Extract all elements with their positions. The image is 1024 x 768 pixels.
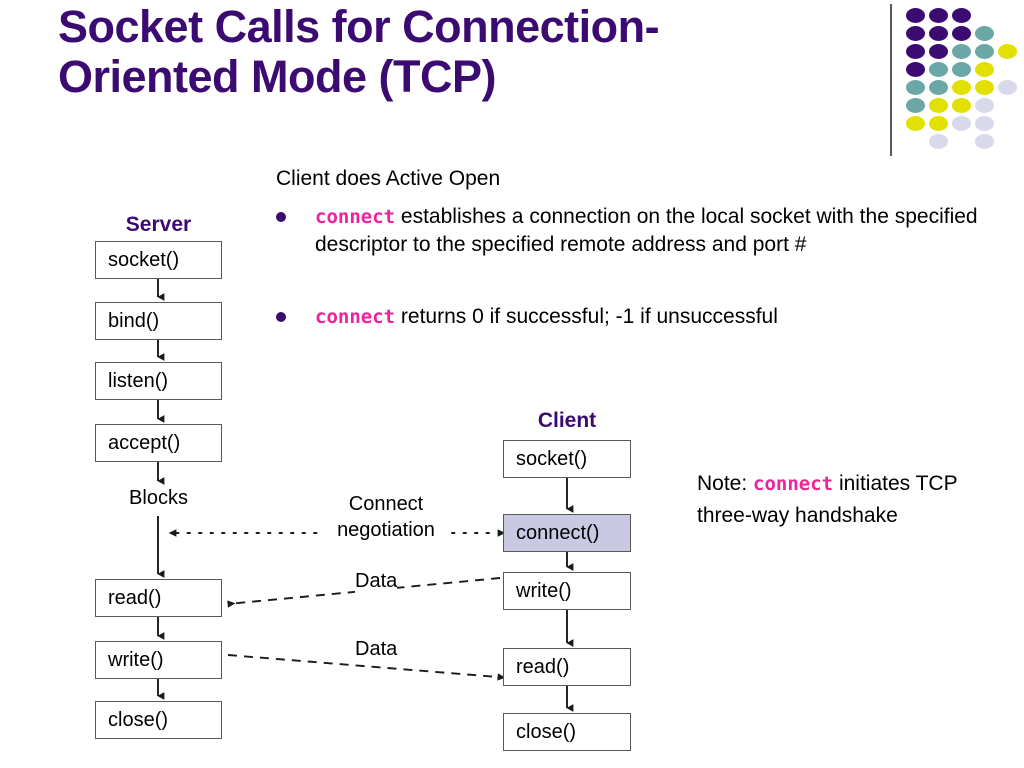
logo-dot (975, 62, 994, 77)
inline-code-connect: connect (315, 206, 396, 228)
bullet-item-text: connect returns 0 if successful; -1 if u… (315, 303, 1006, 331)
server-node-close: close() (95, 701, 222, 739)
server-node-socket: socket() (95, 241, 222, 279)
logo-dot (952, 98, 971, 113)
client-node-write: write() (503, 572, 631, 610)
logo-dot (929, 44, 948, 59)
logo-dot (975, 80, 994, 95)
server-node-read: read() (95, 579, 222, 617)
logo-dot (952, 80, 971, 95)
server-node-bind: bind() (95, 302, 222, 340)
logo-dot (998, 44, 1017, 59)
inline-code-connect: connect (753, 473, 834, 495)
client-node-socket: socket() (503, 440, 631, 478)
bullet-item-connect-returns: connect returns 0 if successful; -1 if u… (276, 303, 1006, 331)
logo-dot (998, 80, 1017, 95)
logo-dot (906, 98, 925, 113)
bullet-marker-icon (276, 212, 286, 222)
server-column-heading: Server (125, 213, 192, 236)
client-node-connect: connect() (503, 514, 631, 552)
note-text: initiates TCP three-way handshake (697, 472, 958, 527)
inline-code-connect: connect (315, 306, 396, 328)
logo-dot (975, 26, 994, 41)
bullet-body-text: returns 0 if successful; -1 if unsuccess… (395, 305, 778, 328)
edge-label-data-server-to-client: Data (355, 638, 398, 661)
logo-dot (952, 26, 971, 41)
logo-dot (975, 98, 994, 113)
logo-dot (906, 26, 925, 41)
edge-label-connect-negotiation: Connect negotiation (322, 491, 450, 543)
logo-dot (975, 116, 994, 131)
server-node-listen: listen() (95, 362, 222, 400)
logo-dot (975, 134, 994, 149)
logo-dot (952, 8, 971, 23)
logo-dot (952, 116, 971, 131)
bullet-body-text: establishes a connection on the local so… (315, 205, 978, 256)
logo-dot (906, 62, 925, 77)
client-node-close: close() (503, 713, 631, 751)
bullet-item-text: connect establishes a connection on the … (315, 203, 1006, 259)
edge-label-data-client-to-server: Data (355, 570, 398, 593)
client-node-read: read() (503, 648, 631, 686)
logo-divider-rule (890, 4, 892, 156)
logo-dot (929, 80, 948, 95)
intro-text: Client does Active Open (276, 167, 501, 190)
server-node-write: write() (95, 641, 222, 679)
logo-dot (929, 8, 948, 23)
logo-dot (929, 98, 948, 113)
logo-dot (929, 62, 948, 77)
logo-dot (906, 80, 925, 95)
logo-dot (929, 134, 948, 149)
logo-dot (975, 44, 994, 59)
page-title: Socket Calls for Connection- Oriented Mo… (58, 1, 660, 103)
logo-dot (906, 116, 925, 131)
bullet-item-connect-establishes: connect establishes a connection on the … (276, 203, 1006, 259)
bullet-marker-icon (276, 312, 286, 322)
client-column-heading: Client (537, 409, 597, 432)
logo-dot (906, 8, 925, 23)
logo-dot (906, 44, 925, 59)
logo-dot (929, 26, 948, 41)
logo-dot (929, 116, 948, 131)
note-block: Note: connect initiates TCP three-way ha… (697, 468, 997, 531)
server-blocks-label: Blocks (129, 487, 188, 509)
server-node-accept: accept() (95, 424, 222, 462)
logo-dot (952, 62, 971, 77)
note-prefix: Note: (697, 472, 754, 495)
decorative-dot-grid (906, 8, 1018, 149)
logo-dot (952, 44, 971, 59)
